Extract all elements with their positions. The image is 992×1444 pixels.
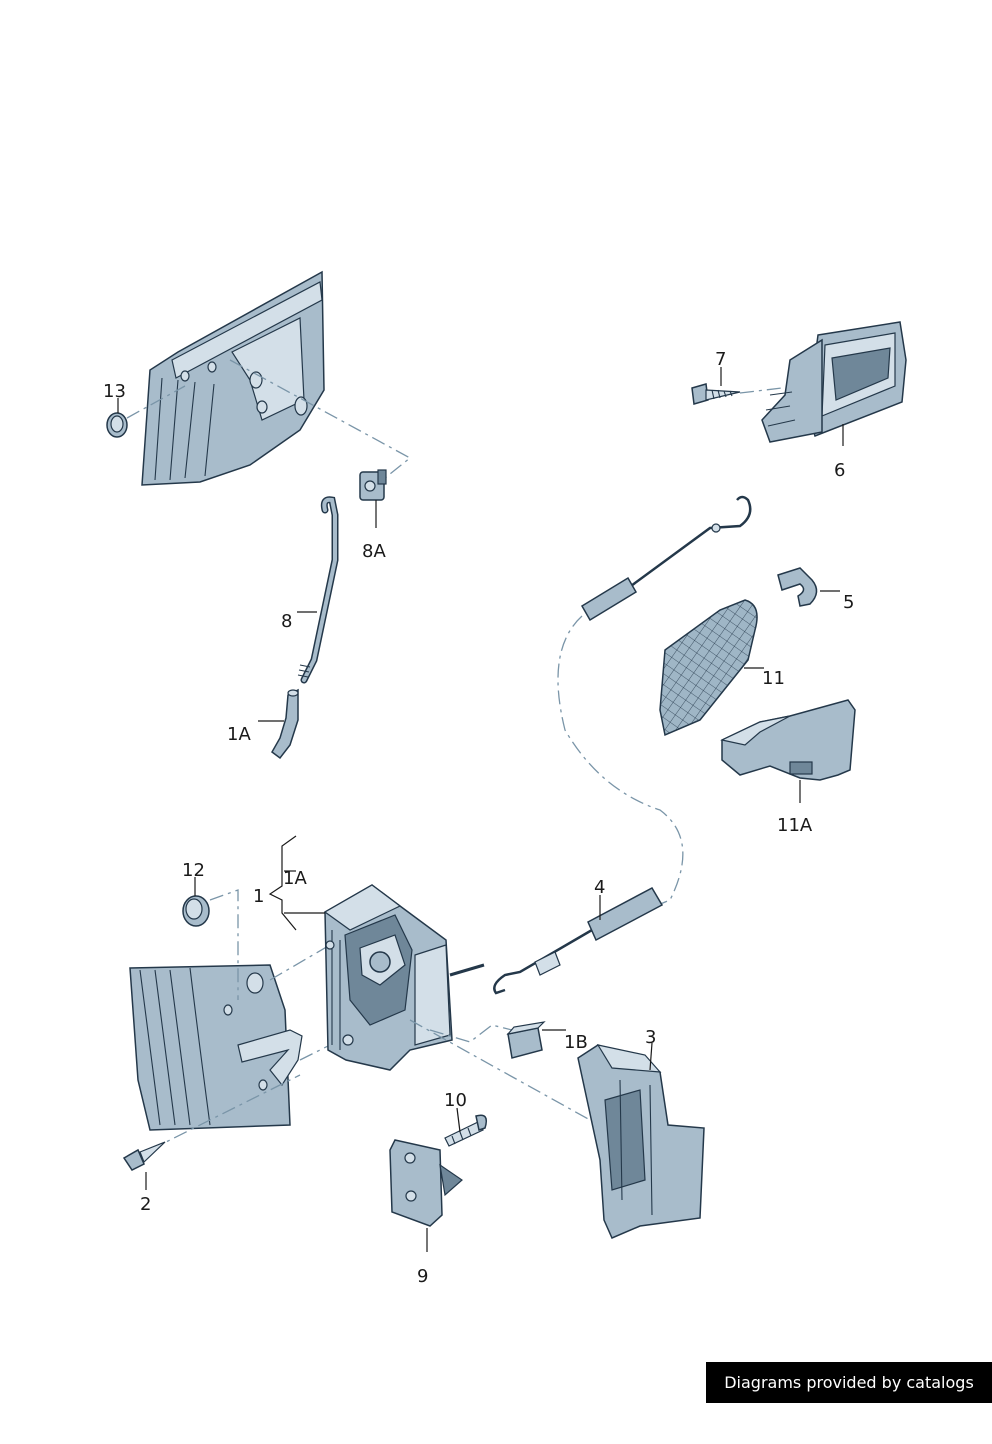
assembly-line-7 [739,387,783,394]
bowden-cable-upper [580,495,752,622]
assembly-line-12 [209,889,239,1000]
screw-part-7 [691,383,741,405]
callout-7: 7 [715,349,726,370]
door-inner-panel-lower [129,964,303,1131]
plug-part-12 [182,895,210,927]
leader-lines [117,367,844,1252]
plug-part-13 [106,412,128,438]
assembly-line-13 [126,385,186,419]
watermark-credit: Diagrams provided by catalogs parts [706,1362,992,1433]
cover-part-11A [720,699,856,781]
cable-clip-part-5 [777,567,818,607]
callout-1B: 1B [564,1032,588,1053]
assembly-line-lock-1B [429,1024,513,1043]
damper-part-1B [506,1021,546,1059]
lock-cover-part-3 [577,1044,705,1239]
screw-part-2 [122,1141,166,1171]
callout-8: 8 [281,611,292,632]
callout-8A: 8A [362,541,386,562]
callout-5: 5 [843,592,854,613]
bowden-cable-part-4 [493,887,664,995]
callout-10: 10 [444,1090,467,1111]
striker-plate-part-9 [389,1139,463,1227]
callout-2: 2 [140,1194,151,1215]
callout-12: 12 [182,860,205,881]
assembly-line-door-8A [229,359,412,479]
callout-6: 6 [834,460,845,481]
clip-part-8A [359,469,387,501]
assembly-line-screw-2 [149,1074,301,1151]
callout-3: 3 [645,1027,656,1048]
callout-13: 13 [103,381,126,402]
door-lock-actuator-part-1 [323,884,485,1071]
door-inner-panel-upper [141,270,325,486]
sound-insulation-pad-part-11 [659,599,758,737]
callout-11A: 11A [777,815,813,836]
assembly-line-lock-panel [269,944,331,981]
callout-1A-knob: 1A [227,724,251,745]
callout-1A-lock: 1A [283,868,307,889]
exploded-parts-diagram: 13 7 6 8A 5 8 11 1A 11A 12 1A 1 4 3 1B 1… [103,270,907,1287]
screw-part-10 [444,1114,488,1147]
callout-4: 4 [594,877,605,898]
lock-rod-part-8 [297,496,339,684]
assembly-line-lock-3 [409,1019,591,1121]
lock-knob-part-1A [271,688,299,760]
callout-9: 9 [417,1266,428,1287]
inner-handle-part-6 [761,321,907,443]
callout-1: 1 [253,886,264,907]
cable-routing-line [557,615,684,906]
callout-11: 11 [762,668,785,689]
